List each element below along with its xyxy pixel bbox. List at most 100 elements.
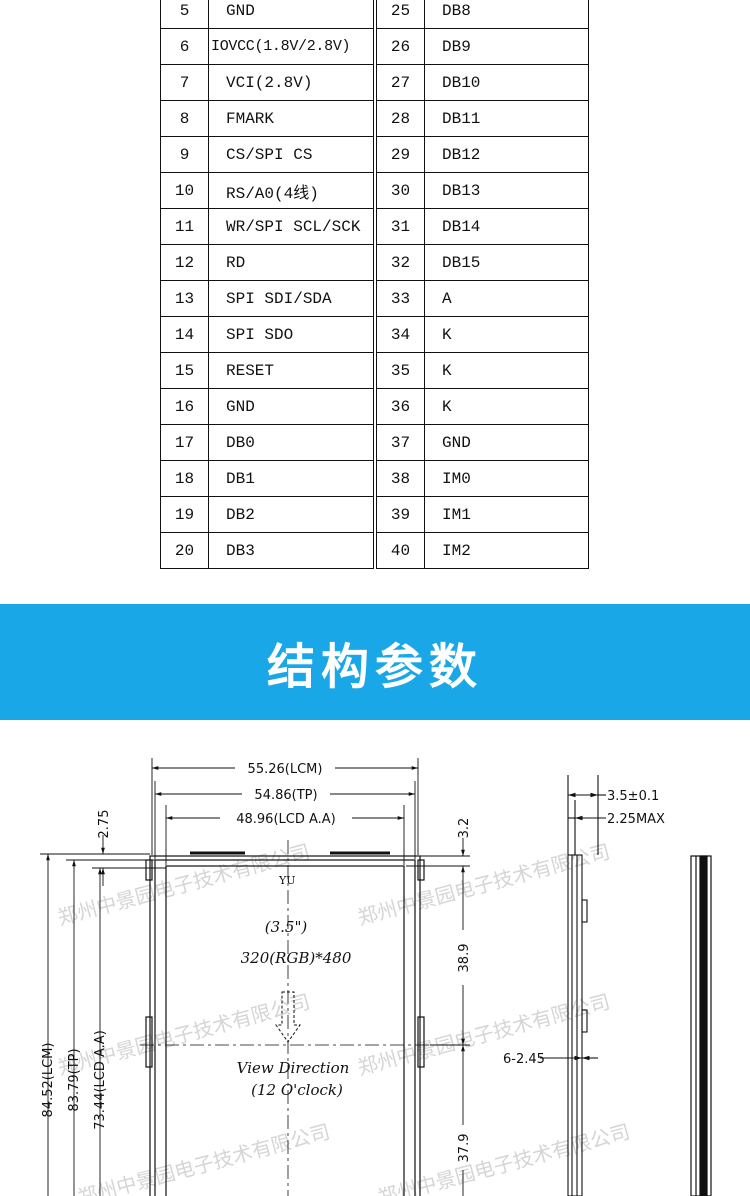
- pin-name: RS/A0(4线): [208, 172, 374, 209]
- dim-tp-width: 54.86(TP): [254, 788, 317, 803]
- pin-name: DB12: [424, 136, 589, 173]
- pin-number: 38: [376, 460, 425, 497]
- pin-name: DB2: [208, 496, 374, 533]
- pin-number: 25: [376, 0, 425, 29]
- pin-number: 36: [376, 388, 425, 425]
- pin-number: 32: [376, 244, 425, 281]
- pin-name: GND: [424, 424, 589, 461]
- dim-top-right: 3.2: [457, 818, 472, 839]
- pin-name: K: [424, 352, 589, 389]
- watermark-text: 郑州中景园电子技术有限公司: [375, 1119, 632, 1196]
- pin-number: 17: [160, 424, 209, 461]
- size-label: (3.5"): [265, 918, 308, 936]
- resolution-label: 320(RGB)*480: [241, 949, 352, 967]
- pin-name: DB13: [424, 172, 589, 209]
- dim-lower-half: 37.9: [457, 1134, 472, 1163]
- view-direction-label: View Direction: [237, 1059, 350, 1077]
- top-dimensions: [151, 758, 419, 865]
- pin-number: 28: [376, 100, 425, 137]
- pin-name: GND: [208, 388, 374, 425]
- dim-thickness: 3.5±0.1: [607, 789, 659, 804]
- pin-name: SPI SDO: [208, 316, 374, 353]
- pin-name: DB0: [208, 424, 374, 461]
- pin-name: GND: [208, 0, 374, 29]
- pin-number: 13: [160, 280, 209, 317]
- side-view: [540, 775, 606, 1196]
- dim-holes: 6-2.45: [503, 1052, 545, 1067]
- pin-name: VCI(2.8V): [208, 64, 374, 101]
- pin-number: 16: [160, 388, 209, 425]
- watermark-text: 郑州中景园电子技术有限公司: [355, 989, 612, 1079]
- pin-name: DB15: [424, 244, 589, 281]
- pin-number: 19: [160, 496, 209, 533]
- pin-name: SPI SDI/SDA: [208, 280, 374, 317]
- pin-number: 9: [160, 136, 209, 173]
- pin-name: DB10: [424, 64, 589, 101]
- pin-number: 26: [376, 28, 425, 65]
- watermark-group: 郑州中景园电子技术有限公司 郑州中景园电子技术有限公司 郑州中景园电子技术有限公…: [55, 839, 632, 1196]
- pin-name: IM1: [424, 496, 589, 533]
- dim-upper-half: 38.9: [457, 944, 472, 973]
- pin-name: RESET: [208, 352, 374, 389]
- dim-top-left: 2.75: [97, 810, 112, 839]
- pin-number: 5: [160, 0, 209, 29]
- pin-number: 11: [160, 208, 209, 245]
- edge-view: [690, 855, 712, 1196]
- mechanical-drawing: 郑州中景园电子技术有限公司 郑州中景园电子技术有限公司 郑州中景园电子技术有限公…: [40, 758, 712, 1196]
- pin-name: CS/SPI CS: [208, 136, 374, 173]
- left-dimensions: [40, 835, 166, 1196]
- pin-number: 10: [160, 172, 209, 209]
- pin-name: K: [424, 316, 589, 353]
- dim-aa-width: 48.96(LCD A.A): [236, 812, 336, 827]
- pin-name: IM0: [424, 460, 589, 497]
- dim-tp-height: 83.79(TP): [67, 1048, 82, 1111]
- pin-number: 35: [376, 352, 425, 389]
- pin-name: WR/SPI SCL/SCK: [208, 208, 374, 245]
- clock-label: (12 O'clock): [251, 1081, 343, 1099]
- pin-number: 20: [160, 532, 209, 569]
- front-view: [140, 840, 430, 1196]
- pin-number: 6: [160, 28, 209, 65]
- pin-number: 30: [376, 172, 425, 209]
- pin-name: RD: [208, 244, 374, 281]
- yu-label: YU: [278, 874, 296, 887]
- pin-number: 39: [376, 496, 425, 533]
- pin-number: 18: [160, 460, 209, 497]
- pin-name: DB1: [208, 460, 374, 497]
- pin-number: 15: [160, 352, 209, 389]
- pin-name: DB3: [208, 532, 374, 569]
- pin-number: 14: [160, 316, 209, 353]
- pin-number: 33: [376, 280, 425, 317]
- right-dimensions: [406, 838, 470, 1196]
- pin-number: 27: [376, 64, 425, 101]
- watermark-text: 郑州中景园电子技术有限公司: [55, 839, 312, 929]
- dim-thickness-max: 2.25MAX: [607, 812, 665, 827]
- pin-number: 8: [160, 100, 209, 137]
- dim-lcm-height: 84.52(LCM): [41, 1043, 56, 1118]
- pin-number: 29: [376, 136, 425, 173]
